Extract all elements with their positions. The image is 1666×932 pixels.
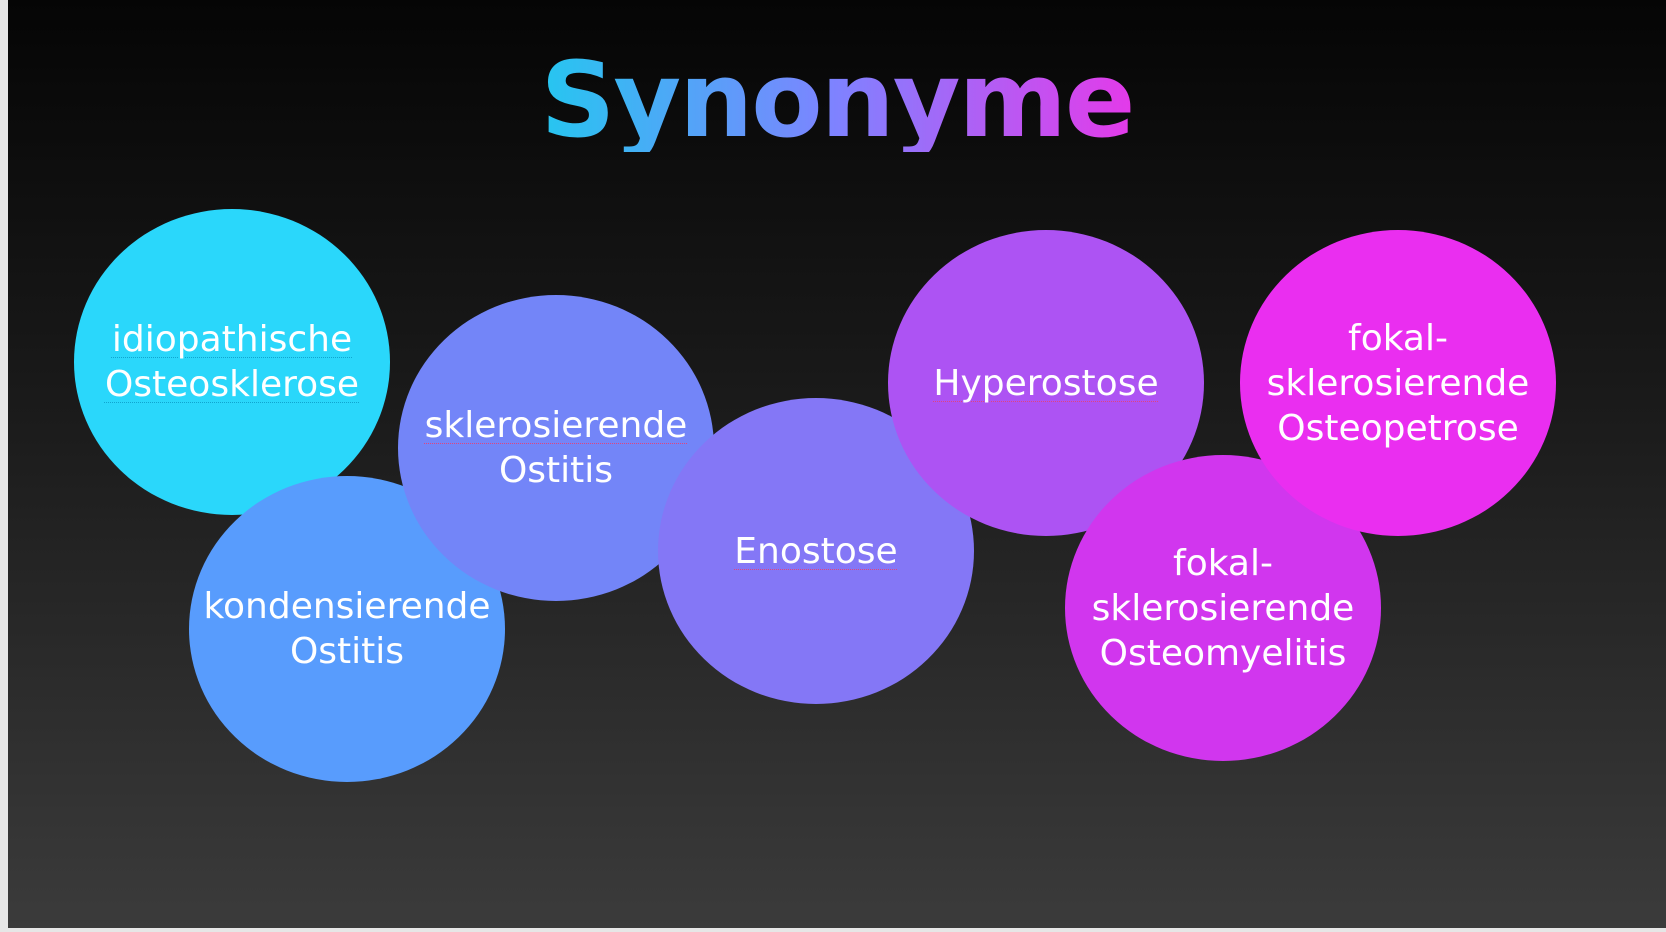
bubble-label-line: sklerosierende <box>424 405 688 446</box>
bubble-label-line: Enostose <box>734 530 898 572</box>
bubble-fokal-sklerosierende-osteopetrose: fokal- sklerosierende Osteopetrose <box>1240 230 1556 536</box>
bubble-label-line: Osteosklerose <box>104 364 360 405</box>
bubble-label-line: fokal- <box>1173 542 1273 584</box>
bubble-label-line: kondensierende <box>203 586 491 627</box>
bubble-label-line: Hyperostose <box>933 362 1159 404</box>
bubble-label-line: fokal- <box>1348 317 1448 359</box>
bubble-label-line: Ostitis <box>498 450 614 491</box>
bubble-label-line: Ostitis <box>289 631 405 672</box>
bubble-label-line: idiopathische <box>111 319 353 360</box>
slide-title: Synonyme <box>8 48 1666 152</box>
bubble-label-line: sklerosierende <box>1091 587 1355 629</box>
bubble-label-line: Osteomyelitis <box>1099 632 1347 674</box>
bubble-label-line: sklerosierende <box>1266 362 1530 404</box>
slide-title-text: Synonyme <box>540 39 1136 161</box>
presentation-slide: Synonyme idiopathische Osteosklerose kon… <box>8 0 1666 928</box>
bubble-idiopathische-osteosklerose: idiopathische Osteosklerose <box>74 209 390 515</box>
bubble-label-line: Osteopetrose <box>1277 407 1519 449</box>
